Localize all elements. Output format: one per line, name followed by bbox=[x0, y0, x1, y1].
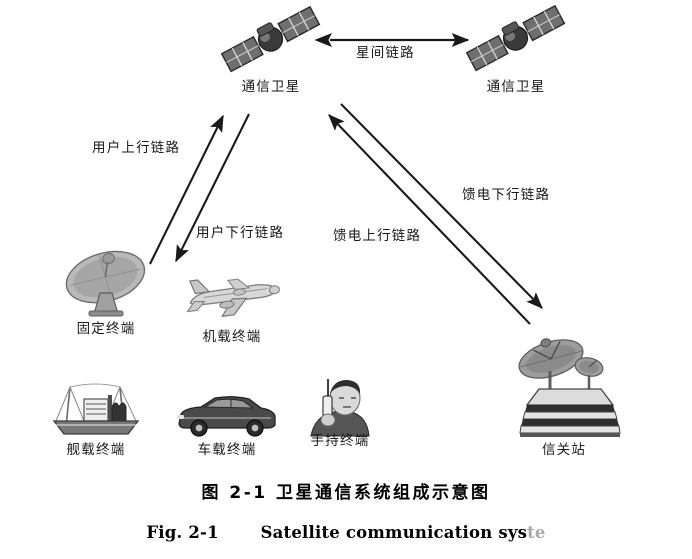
user-uplink-arrow bbox=[149, 114, 224, 265]
satellite-dish-icon bbox=[56, 247, 156, 319]
car-icon bbox=[175, 394, 279, 438]
airplane-icon bbox=[180, 268, 284, 326]
handheld-terminal-label: 手持终端 bbox=[310, 433, 370, 449]
satellite-icon bbox=[458, 0, 574, 78]
user-uplink-label: 用户上行链路 bbox=[92, 140, 181, 156]
caption-en-body: Satellite communication sys bbox=[260, 523, 528, 542]
gateway-building-icon bbox=[503, 333, 625, 441]
fixed-terminal-label: 固定终端 bbox=[76, 321, 136, 337]
link-arrows-layer bbox=[149, 32, 543, 325]
satellite-right-label: 通信卫星 bbox=[486, 79, 546, 95]
airborne-terminal-label: 机载终端 bbox=[202, 329, 262, 345]
ship-icon bbox=[48, 375, 144, 437]
user-downlink-label: 用户下行链路 bbox=[196, 225, 285, 241]
vehicle-terminal-label: 车载终端 bbox=[197, 442, 257, 458]
figure-caption-chinese: 图 2-1 卫星通信系统组成示意图 bbox=[201, 483, 491, 503]
satellite-left-label: 通信卫星 bbox=[241, 79, 301, 95]
figure-caption-english: Fig. 2-1 Satellite communication syste bbox=[0, 523, 692, 542]
feeder-uplink-arrow bbox=[328, 114, 531, 325]
user-downlink-arrow bbox=[175, 113, 250, 263]
ship-terminal-label: 舰载终端 bbox=[66, 442, 126, 458]
handheld-person-icon bbox=[303, 378, 375, 437]
feeder-downlink-label: 馈电下行链路 bbox=[462, 187, 551, 203]
feeder-downlink-arrow bbox=[340, 103, 543, 309]
caption-en-prefix: Fig. 2-1 bbox=[146, 523, 219, 542]
satellite-icon bbox=[213, 2, 329, 78]
feeder-uplink-label: 馈电上行链路 bbox=[333, 228, 422, 244]
gateway-station-label: 信关站 bbox=[541, 442, 587, 458]
caption-en-faded-tail: te bbox=[527, 523, 546, 542]
inter-satellite-link-label: 星间链路 bbox=[356, 45, 415, 61]
